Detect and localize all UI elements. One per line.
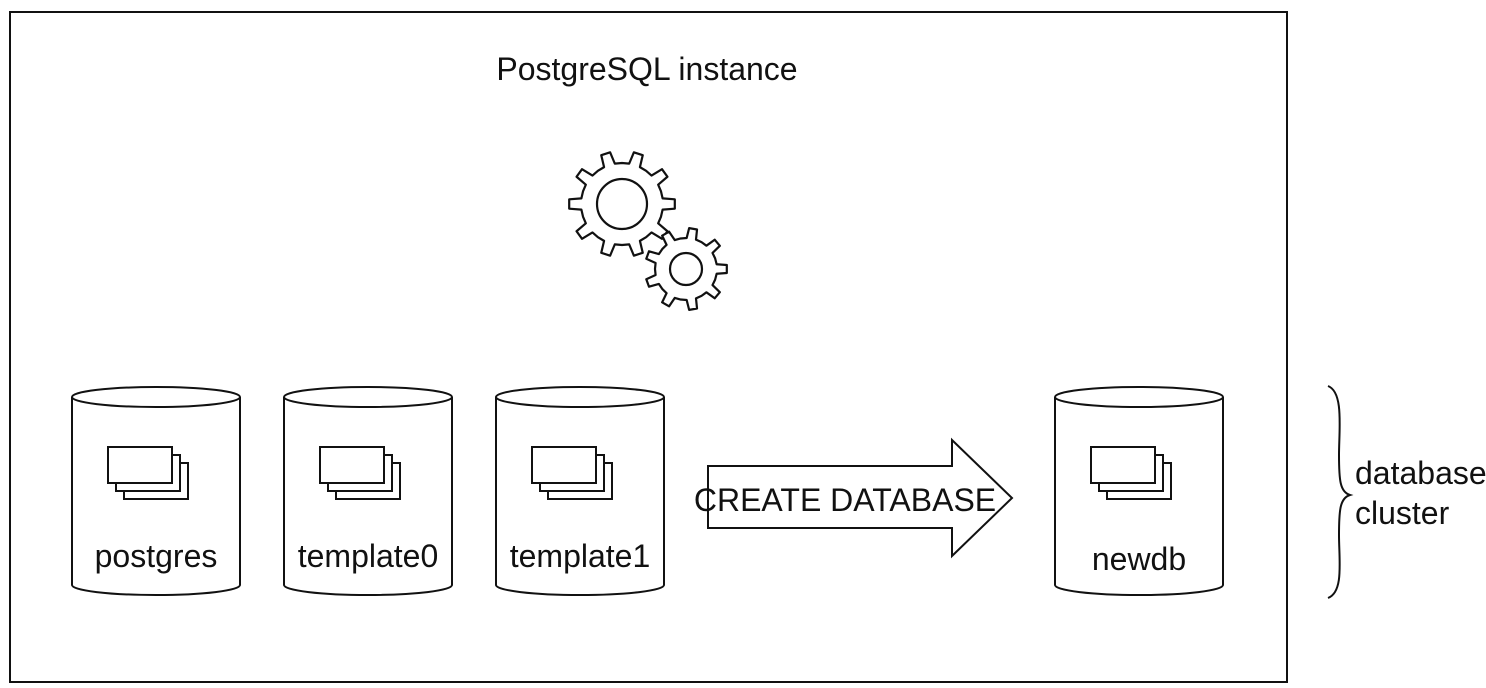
database-cylinder-postgres [71, 386, 241, 596]
cluster-brace [1327, 385, 1354, 599]
database-cylinder-newdb [1054, 386, 1224, 596]
database-cylinder-template0 [283, 386, 453, 596]
stacked-pages-icon [319, 446, 401, 500]
cluster-label-line2: cluster [1355, 495, 1450, 531]
instance-title: PostgreSQL instance [496, 51, 797, 87]
database-cylinder-template1 [495, 386, 665, 596]
stacked-pages-icon [107, 446, 189, 500]
new-database-label: newdb [1092, 541, 1186, 577]
create-database-arrow [707, 437, 1014, 559]
cluster-label-line1: database [1355, 455, 1486, 491]
stacked-pages-icon [531, 446, 613, 500]
database-label: postgres [95, 538, 218, 574]
gears-icon [568, 151, 728, 311]
create-database-label: CREATE DATABASE [694, 482, 996, 518]
database-label: template1 [510, 538, 651, 574]
stacked-pages-icon [1090, 446, 1172, 500]
database-label: template0 [298, 538, 439, 574]
